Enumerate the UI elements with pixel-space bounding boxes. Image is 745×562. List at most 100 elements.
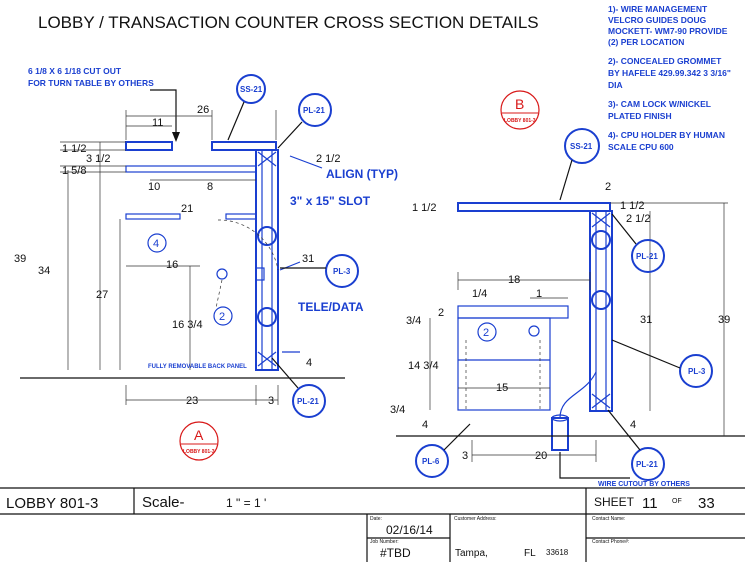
job-label: Job Number:	[370, 539, 399, 545]
material-tag-pl3	[679, 354, 713, 388]
bubble-number: 2	[219, 311, 225, 323]
material-tag-pl21	[298, 93, 332, 127]
back-panel-label: FULLY REMOVABLE BACK PANEL	[148, 364, 247, 370]
tele-data-box	[255, 267, 265, 281]
dim-label: 3	[268, 395, 274, 407]
sheet-number: 11	[642, 495, 658, 512]
note-line: DIA	[608, 80, 623, 90]
tag-leader	[271, 357, 299, 389]
dim-label: 34	[38, 265, 50, 277]
dim-label: 21	[181, 203, 193, 215]
dim-label: 18	[508, 274, 520, 286]
dim-label: 26	[197, 104, 209, 116]
dim-ext	[60, 141, 126, 173]
dim-label: 39	[718, 314, 730, 326]
back-panel	[589, 210, 613, 412]
section-b-drawing: B LOBBY 801-3 2 1 1/2 1 1/2	[390, 90, 745, 488]
slot-arc	[217, 219, 279, 271]
of-label: OF	[672, 498, 682, 505]
counter-top-left	[125, 141, 173, 151]
dim-label: 2	[438, 307, 444, 319]
dim-label: 1	[536, 288, 542, 300]
section-marker-a	[179, 421, 219, 461]
dim-label: 1/4	[472, 288, 487, 300]
dim-label: 3/4	[406, 315, 421, 327]
material-tag-pl6	[415, 444, 449, 478]
note-line: VELCRO GUIDES DOUG	[608, 15, 707, 25]
dim-label: 15	[496, 382, 508, 394]
section-a-drawing: 6 1/8 X 6 1/18 CUT OUT FOR TURN TABLE BY…	[14, 66, 398, 461]
cpu-holder	[551, 417, 569, 451]
dim-label: 4	[422, 419, 428, 431]
dim-label: 2	[605, 181, 611, 193]
slot-label: 3" x 15" SLOT	[290, 194, 371, 208]
tag-leader	[277, 121, 303, 149]
material-tag-pl21	[631, 239, 665, 273]
front-panel	[255, 149, 279, 371]
section-letter: B	[515, 96, 524, 112]
state: FL	[524, 548, 536, 559]
tag-leader	[611, 213, 637, 245]
dim-line	[471, 440, 597, 462]
detail-bubble	[147, 233, 167, 253]
section-letter: A	[194, 427, 204, 443]
section-ref: LOBBY 801-3	[504, 118, 536, 124]
title-block: LOBBY 801-3 Scale- 1 " = 1 ' SHEET 11 OF…	[0, 487, 745, 562]
city: Tampa,	[455, 548, 488, 559]
dim-label: 1 1/2	[412, 202, 436, 214]
tag-label: PL-21	[636, 252, 658, 261]
dim-label: 23	[186, 395, 198, 407]
grommet-hole	[591, 290, 611, 310]
date-label: Date:	[370, 516, 382, 522]
cutout-note: 6 1/8 X 6 1/18 CUT OUT	[28, 66, 122, 76]
customer-address-label: Customer Address:	[454, 516, 497, 522]
tag-label: PL-21	[636, 460, 658, 469]
tag-label: PL-3	[688, 367, 706, 376]
date-value: 02/16/14	[386, 523, 433, 537]
counter-top-right	[211, 141, 277, 151]
dim-label: 16	[166, 259, 178, 271]
cam-lock	[528, 325, 540, 337]
wire-cutout-note: WIRE CUTOUT BY OTHERS	[598, 481, 690, 488]
arrowhead	[172, 132, 180, 142]
inner-shelf-right	[225, 213, 257, 220]
dim-label: 3/4	[390, 404, 405, 416]
sheet-name: LOBBY 801-3	[6, 495, 98, 512]
dim-label: 3	[462, 450, 468, 462]
scale-value: 1 " = 1 '	[226, 496, 266, 510]
dim-label: 10	[148, 181, 160, 193]
cam-lock	[216, 268, 228, 280]
dim-ext	[125, 385, 279, 405]
note-line: MOCKETT- WM7-90 PROVIDE	[608, 26, 728, 36]
drawing-title: LOBBY / TRANSACTION COUNTER CROSS SECTIO…	[38, 13, 539, 32]
dim-label: 16 3/4	[172, 319, 203, 331]
wire-note-leader	[559, 452, 630, 479]
bubble-number: 4	[153, 238, 159, 250]
note-line: 3)- CAM LOCK W/NICKEL	[608, 99, 711, 109]
dim-label: 1 5/8	[62, 165, 86, 177]
section-ref: LOBBY 801-3	[183, 449, 215, 455]
sheet-total: 33	[698, 495, 715, 512]
general-notes: 1)- WIRE MANAGEMENT VELCRO GUIDES DOUG M…	[608, 4, 731, 152]
dim-line	[457, 272, 591, 290]
contact-phone-label: Contact Phone#:	[592, 539, 629, 545]
blocking-x	[257, 151, 277, 167]
material-tag-ss21	[564, 128, 600, 164]
dim-label: 31	[302, 253, 314, 265]
zip: 33618	[546, 548, 569, 557]
cpu-cable	[559, 371, 597, 419]
leader-lines	[279, 155, 323, 353]
section-marker-b	[500, 90, 540, 130]
dim-line	[610, 202, 728, 436]
tag-leader	[607, 409, 641, 451]
dim-label: 4	[306, 357, 312, 369]
bubble-number: 2	[483, 327, 489, 339]
transaction-shelf	[125, 165, 257, 173]
cutout-leader	[150, 89, 177, 140]
leader	[215, 279, 223, 309]
grommet-hole	[591, 230, 611, 250]
tag-label: SS-21	[240, 85, 263, 94]
note-line: 1)- WIRE MANAGEMENT	[608, 4, 708, 14]
